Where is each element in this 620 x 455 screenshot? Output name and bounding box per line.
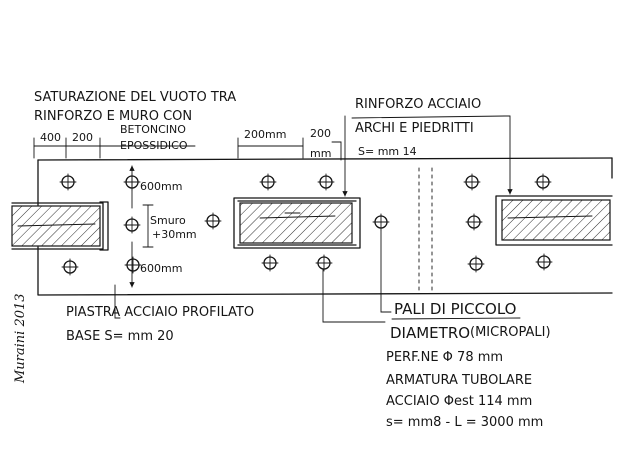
pali-acciaio: ACCIAIO Φest 114 mm	[386, 394, 532, 409]
micropile	[372, 213, 390, 231]
micropile	[124, 256, 142, 274]
pali-title: PALI DI PICCOLO	[394, 300, 517, 318]
micropile	[535, 253, 553, 271]
micropile	[534, 173, 552, 191]
smuro-label: Smuro	[150, 214, 186, 227]
betoncino-label: BETONCINO	[120, 123, 186, 136]
micropile-grid	[59, 173, 553, 276]
wall-right	[495, 195, 613, 246]
annotation-pali: PALI DI PICCOLO DIAMETRO (MICROPALI) PER…	[386, 300, 551, 430]
micropile	[61, 258, 79, 276]
micropile	[467, 255, 485, 273]
annotation-saturazione: SATURAZIONE DEL VUOTO TRA RINFORZO E MUR…	[34, 90, 236, 152]
dimension-chain-top	[33, 137, 304, 159]
rinforzo-thickness: S= mm 14	[358, 145, 417, 158]
micropile	[261, 254, 279, 272]
wall-left	[11, 201, 109, 251]
hidden-lines	[418, 167, 433, 291]
author-signature: Muraini 2013	[13, 293, 28, 384]
base-plate	[37, 157, 613, 296]
leader-lines	[114, 115, 513, 323]
dim-400: 400	[40, 131, 61, 144]
pali-diametro: DIAMETRO	[390, 324, 470, 342]
dim-200: 200	[72, 131, 93, 144]
piastra-line1: PIASTRA ACCIAIO PROFILATO	[66, 305, 254, 320]
saturazione-line1: SATURAZIONE DEL VUOTO TRA	[34, 90, 236, 105]
piastra-line2: BASE S= mm 20	[66, 329, 174, 344]
micropile	[204, 212, 222, 230]
rinforzo-line1: RINFORZO ACCIAIO	[355, 97, 481, 112]
wall-center	[233, 197, 361, 249]
dim-200-right: 200	[310, 127, 331, 140]
dimension-labels: 400 200 200mm 200 mm 600mm 600mm Smuro +…	[40, 127, 331, 275]
pali-micropali: (MICROPALI)	[470, 325, 551, 340]
micropile	[465, 213, 483, 231]
micropile	[317, 173, 335, 191]
micropile	[59, 173, 77, 191]
dim-600-bottom: 600mm	[140, 262, 182, 275]
micropile	[463, 173, 481, 191]
dim-600-top: 600mm	[140, 180, 182, 193]
pali-spessore: s= mm8 - L = 3000 mm	[386, 415, 543, 430]
micropile	[259, 173, 277, 191]
smuro-plus-label: +30mm	[152, 228, 197, 241]
dim-mm: mm	[310, 147, 331, 160]
epossidico-label: EPOSSIDICO	[120, 139, 188, 152]
pali-perforazione: PERF.NE Φ 78 mm	[386, 350, 503, 365]
rinforzo-line2: ARCHI E PIEDRITTI	[355, 121, 474, 136]
pali-armatura: ARMATURA TUBOLARE	[386, 373, 532, 388]
dim-200mm: 200mm	[244, 128, 286, 141]
dimension-vertical	[129, 165, 154, 288]
saturazione-line2: RINFORZO E MURO CON	[34, 109, 192, 124]
annotation-rinforzo: RINFORZO ACCIAIO ARCHI E PIEDRITTI S= mm…	[355, 97, 481, 158]
micropile	[315, 254, 333, 272]
micropile	[123, 216, 141, 234]
annotation-piastra: PIASTRA ACCIAIO PROFILATO BASE S= mm 20	[66, 305, 254, 344]
